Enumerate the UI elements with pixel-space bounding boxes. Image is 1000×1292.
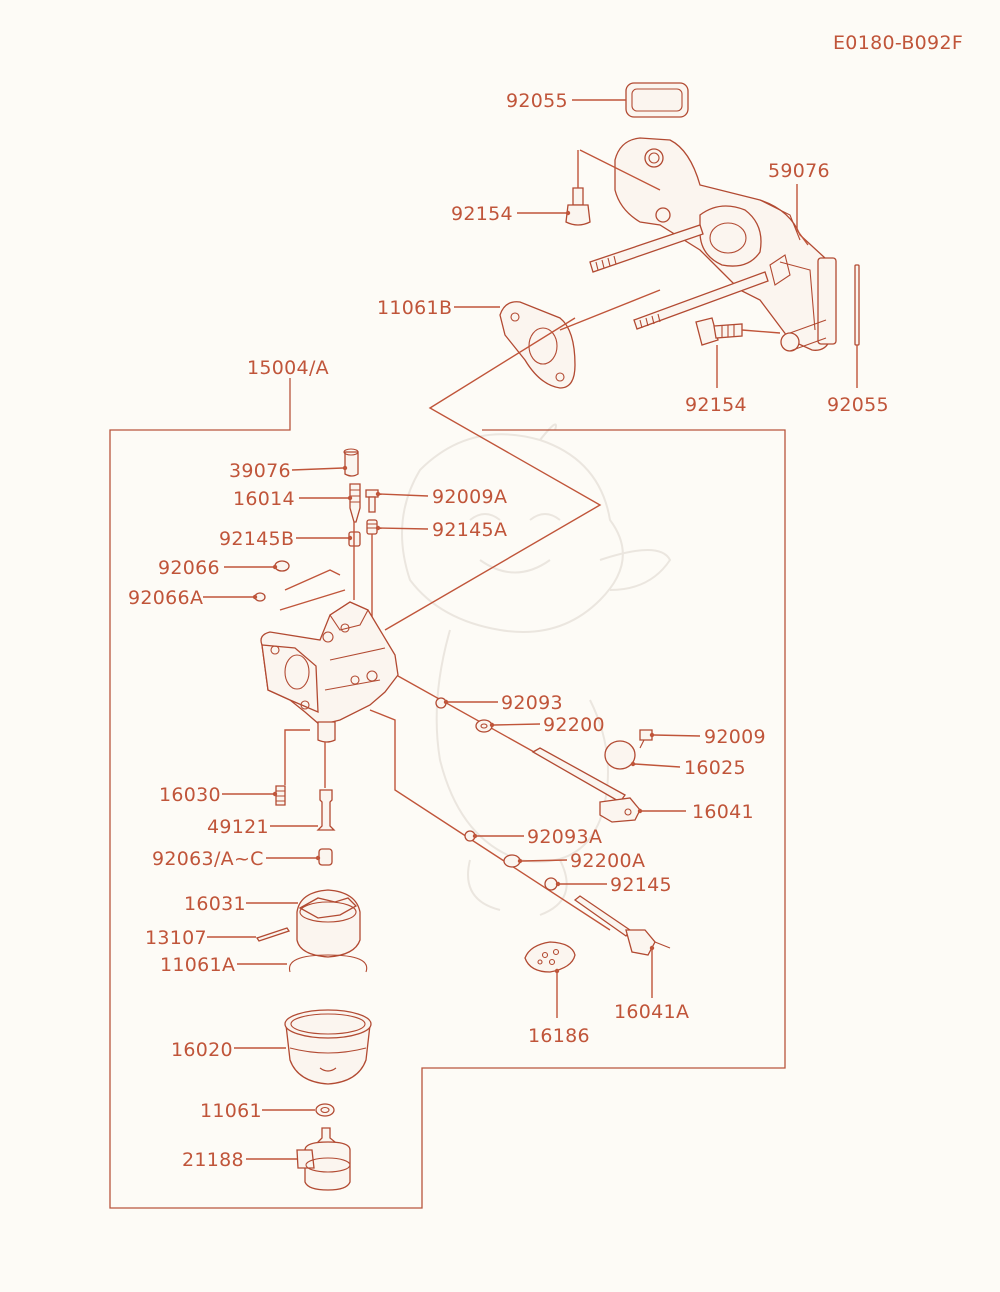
label-92066A: 92066A	[128, 587, 203, 609]
assembly-frame-15004A	[109, 378, 786, 1209]
jet-16030-icon	[275, 785, 286, 806]
label-92145A: 92145A	[432, 519, 507, 541]
label-92093A: 92093A	[527, 826, 602, 848]
label-16014: 16014	[233, 488, 295, 510]
o-ring-92066-icon	[274, 560, 290, 572]
label-16041: 16041	[692, 801, 754, 823]
part-39076-icon	[343, 448, 359, 477]
screw-92009-icon	[639, 729, 653, 749]
label-16186: 16186	[528, 1025, 590, 1047]
guide-line-orings	[279, 569, 346, 611]
label-16041A: 16041A	[614, 1001, 689, 1023]
label-16030: 16030	[159, 784, 221, 806]
gasket-92055-top	[625, 82, 689, 118]
label-11061A: 11061A	[160, 954, 235, 976]
label-92055-top: 92055	[506, 90, 568, 112]
guide-line-choke	[369, 709, 611, 931]
throttle-valve-16025-icon	[604, 740, 636, 770]
spring-92063-icon	[318, 848, 333, 866]
washer-92200-icon	[475, 719, 493, 733]
float-16031	[296, 889, 361, 958]
needle-16014-icon	[349, 483, 361, 523]
label-13107: 13107	[145, 927, 207, 949]
label-92063: 92063/A~C	[152, 848, 264, 870]
label-92009: 92009	[704, 726, 766, 748]
label-21188: 21188	[182, 1149, 244, 1171]
washer-92200-hole	[480, 723, 488, 729]
throttle-shaft-16041	[531, 747, 641, 823]
label-92055-right: 92055	[827, 394, 889, 416]
choke-valve-16186-icon	[524, 941, 576, 973]
label-92009A: 92009A	[432, 486, 507, 508]
gasket-11061-hole	[320, 1106, 330, 1114]
gasket-11061-icon	[315, 1103, 335, 1117]
spring-92145A-icon	[366, 519, 378, 535]
solenoid-21188	[296, 1127, 351, 1191]
spring-92145-icon	[544, 877, 558, 891]
label-92200A: 92200A	[570, 850, 645, 872]
label-16031: 16031	[184, 893, 246, 915]
gasket-11061A-icon	[288, 954, 368, 973]
float-bowl-16020	[284, 1009, 372, 1085]
guide-line-carb-mount	[384, 317, 602, 631]
screw-92009A-icon	[365, 489, 379, 513]
guide-line-needles	[353, 522, 373, 620]
label-92066: 92066	[158, 557, 220, 579]
label-92200: 92200	[543, 714, 605, 736]
label-49121: 49121	[207, 816, 269, 838]
carburetor-body	[260, 601, 399, 743]
label-16025: 16025	[684, 757, 746, 779]
guide-line-gasket	[559, 289, 661, 331]
gasket-92055-right	[854, 264, 860, 346]
bolt-92154-bottom	[695, 317, 743, 346]
studs-manifold	[589, 224, 769, 330]
label-16020: 16020	[171, 1039, 233, 1061]
label-39076: 39076	[229, 460, 291, 482]
label-92145: 92145	[610, 874, 672, 896]
label-15004A: 15004/A	[247, 357, 329, 379]
nozzle-49121-icon	[316, 789, 336, 831]
diagram-code: E0180-B092F	[833, 32, 963, 54]
label-92154-bottom: 92154	[685, 394, 747, 416]
label-92154-left: 92154	[451, 203, 513, 225]
guide-line-jets	[284, 729, 326, 788]
leader-lines	[203, 99, 858, 1160]
pin-13107-icon	[255, 927, 291, 942]
label-11061: 11061	[200, 1100, 262, 1122]
label-92093: 92093	[501, 692, 563, 714]
bolt-92154-left	[565, 187, 591, 226]
gasket-11061B	[499, 301, 576, 389]
manifold-59076	[614, 137, 837, 351]
manifold-boss-right	[780, 319, 827, 352]
label-92145B: 92145B	[219, 528, 294, 550]
label-59076: 59076	[768, 160, 830, 182]
washer-92200A-icon	[503, 854, 521, 868]
choke-shaft-16041A	[573, 895, 671, 956]
label-11061B: 11061B	[377, 297, 452, 319]
